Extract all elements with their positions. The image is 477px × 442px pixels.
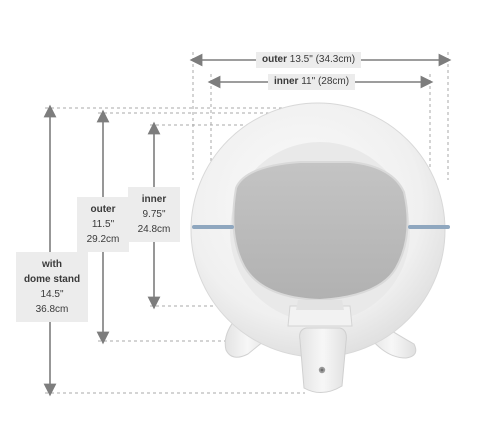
- outer-width-name: outer: [262, 54, 287, 65]
- stand-height-name-1: with: [42, 259, 62, 270]
- outer-width-value: 13.5" (34.3cm): [289, 54, 356, 65]
- outer-height-label: outer 11.5" 29.2cm: [77, 197, 129, 252]
- inner-height-name: inner: [141, 194, 167, 205]
- left-accent-band: [192, 225, 234, 229]
- inner-height-value-in: 9.75": [142, 209, 166, 220]
- inner-height-label: inner 9.75" 24.8cm: [128, 187, 180, 242]
- litter-box-dome: [190, 102, 450, 393]
- inner-width-value: 11" (28cm): [301, 76, 350, 87]
- inner-width-name: inner: [274, 76, 299, 87]
- outer-height-name: outer: [90, 204, 116, 215]
- front-stand-leg: [299, 327, 347, 393]
- outer-height-value-cm: 29.2cm: [86, 234, 120, 245]
- inner-height-value-cm: 24.8cm: [137, 224, 171, 235]
- stand-height-value-in: 14.5": [40, 289, 64, 300]
- inner-width-label: inner 11" (28cm): [268, 74, 356, 90]
- dome-window: [230, 142, 410, 322]
- stand-height-name-2: dome stand: [23, 274, 81, 285]
- outer-width-label: outer 13.5" (34.3cm): [256, 52, 362, 68]
- stand-height-label: with dome stand 14.5" 36.8cm: [16, 252, 88, 322]
- outer-height-value-in: 11.5": [91, 219, 115, 230]
- stand-height-value-cm: 36.8cm: [35, 304, 69, 315]
- right-accent-band: [408, 225, 450, 229]
